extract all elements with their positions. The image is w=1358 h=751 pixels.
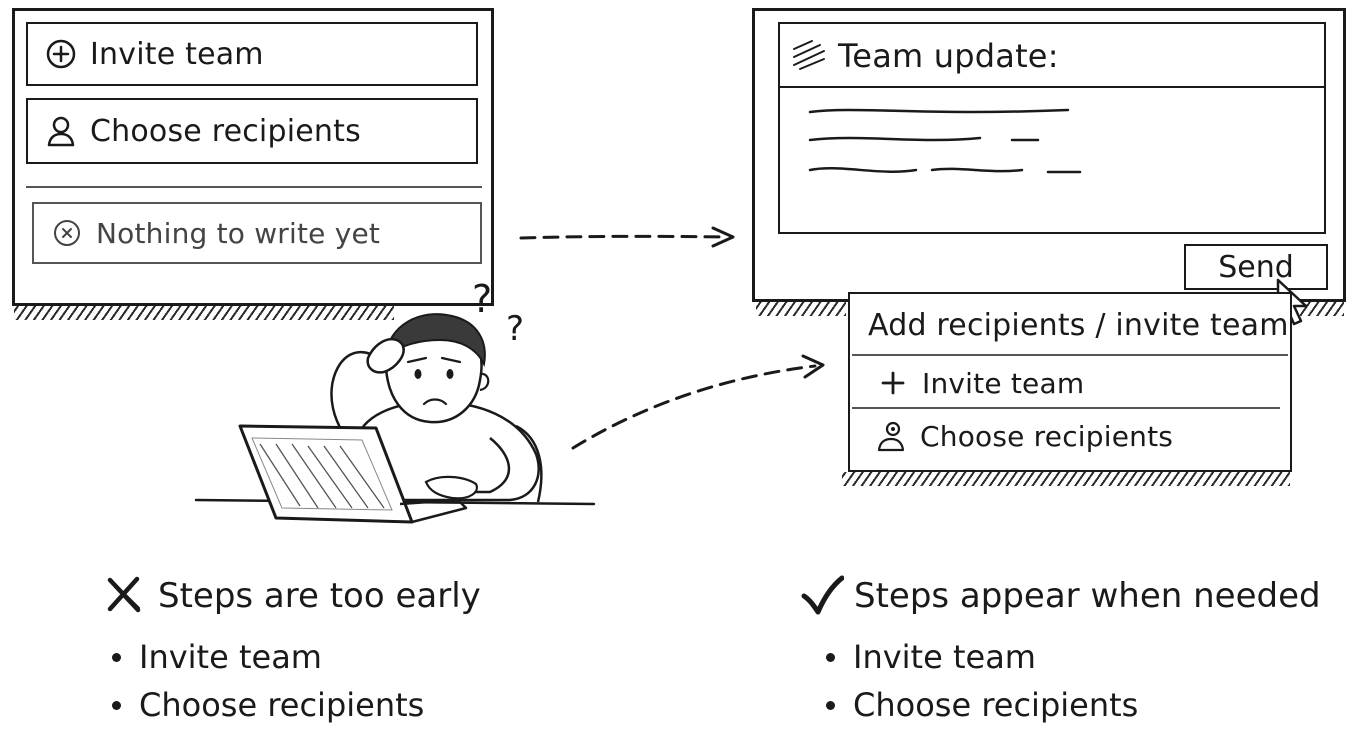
bullet-dot	[826, 652, 835, 662]
dropdown-invite-team-label: Invite team	[922, 366, 1085, 400]
left-empty-label: Nothing to write yet	[96, 216, 381, 250]
x-mark-icon	[104, 574, 148, 618]
right-panel-shadow-2	[1300, 302, 1344, 316]
bad-caption: Steps are too early	[104, 574, 481, 618]
bad-list-item: Invite team	[112, 638, 322, 676]
svg-text:?: ?	[472, 278, 492, 321]
person-icon	[44, 114, 78, 148]
bullet-dot	[112, 652, 121, 662]
right-panel-shadow	[756, 302, 846, 316]
left-panel-shadow	[14, 306, 394, 320]
left-empty-compose-field: Nothing to write yet	[32, 202, 482, 264]
send-button[interactable]: Send	[1184, 244, 1328, 290]
bullet-dot	[826, 700, 835, 710]
dropdown-title: Add recipients / invite team	[868, 304, 1289, 346]
plus-circle-icon	[44, 37, 78, 71]
left-choose-recipients-row[interactable]: Choose recipients	[26, 98, 478, 164]
left-panel-divider	[26, 186, 482, 188]
dropdown-title-divider	[852, 354, 1288, 356]
good-list-item: Invite team	[826, 638, 1036, 676]
dropdown-item-divider	[852, 407, 1280, 409]
recipients-dropdown-menu	[848, 292, 1292, 472]
bad-list-item-text: Invite team	[139, 638, 322, 676]
text-lines-icon	[790, 39, 828, 73]
left-choose-recipients-label: Choose recipients	[90, 113, 361, 149]
svg-text:?: ?	[506, 309, 524, 349]
good-list-item: Choose recipients	[826, 686, 1138, 724]
dashed-arrow-right	[519, 226, 735, 248]
good-caption: Steps appear when needed	[800, 574, 1321, 618]
dashed-arrow-curved	[571, 354, 825, 450]
confused-person-at-laptop-illustration: ? ?	[194, 278, 596, 524]
message-placeholder-lines	[808, 108, 1082, 174]
dropdown-shadow	[842, 472, 1290, 486]
good-list-item-text: Choose recipients	[853, 686, 1139, 724]
bullet-dot	[112, 700, 121, 710]
person-badge-icon	[876, 421, 906, 452]
team-update-header: Team update:	[790, 30, 1059, 82]
team-update-header-divider	[780, 86, 1324, 88]
good-list-item-text: Invite team	[853, 638, 1036, 676]
team-update-box	[778, 22, 1326, 234]
dropdown-choose-recipients-item[interactable]: Choose recipients	[876, 416, 1173, 456]
dropdown-invite-team-item[interactable]: Invite team	[878, 364, 1084, 402]
check-mark-icon	[800, 574, 845, 618]
clock-x-icon	[50, 216, 84, 250]
good-caption-title: Steps appear when needed	[854, 576, 1321, 616]
bad-list-item-text: Choose recipients	[139, 686, 425, 724]
dropdown-choose-recipients-label: Choose recipients	[920, 419, 1174, 453]
dropdown-title-text: Add recipients / invite team	[868, 307, 1289, 343]
left-invite-team-row[interactable]: Invite team	[26, 22, 478, 86]
left-invite-team-label: Invite team	[90, 36, 264, 72]
bad-caption-title: Steps are too early	[158, 576, 481, 616]
plus-icon	[878, 368, 908, 398]
team-update-title: Team update:	[838, 37, 1059, 75]
bad-list-item: Choose recipients	[112, 686, 424, 724]
